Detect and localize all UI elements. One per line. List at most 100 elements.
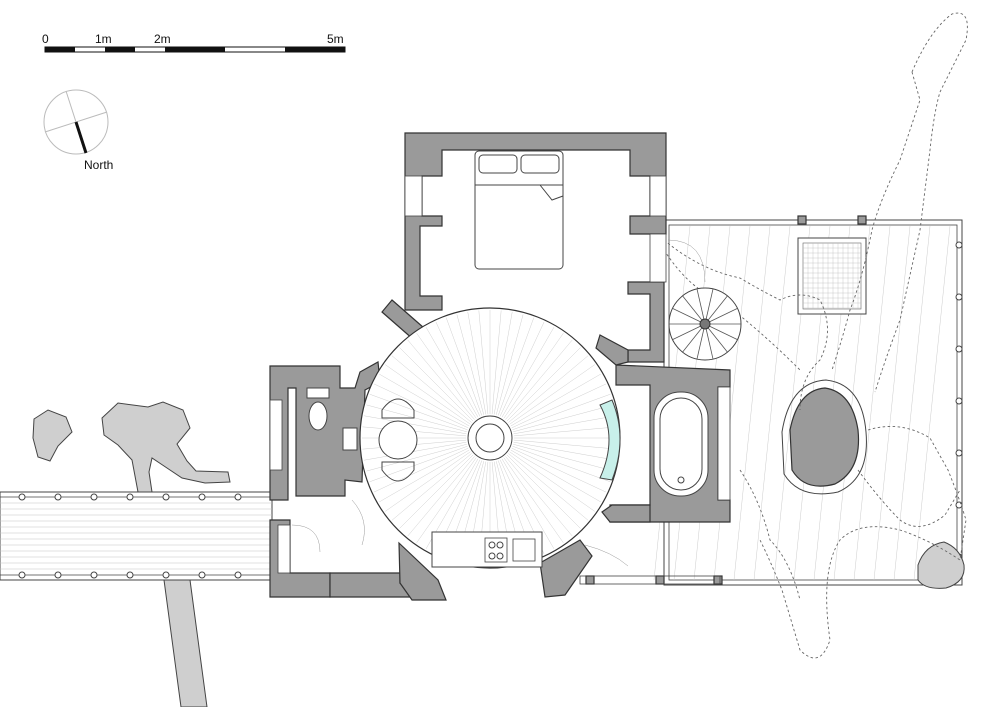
railing-post [955, 501, 963, 509]
floor-radial-line [508, 453, 589, 521]
rock [32, 409, 73, 462]
stair-tread [704, 288, 714, 325]
plank [893, 225, 931, 581]
floor-radial-line [506, 454, 581, 529]
plank [733, 225, 771, 581]
stair-tread [704, 323, 714, 360]
floor-radial-line [363, 441, 467, 461]
living-wall-segment [595, 334, 629, 366]
floor-radial-line [366, 443, 467, 472]
floor-radial-line [510, 449, 601, 503]
stair-tread [704, 308, 738, 325]
railing-post [955, 345, 963, 353]
deck-post [797, 215, 807, 225]
rock [101, 401, 231, 493]
pillow [520, 154, 560, 174]
floor-radial-line [373, 383, 469, 429]
living-wall-segment [398, 541, 447, 601]
floor-radial-line [399, 454, 474, 529]
stair-tread [696, 288, 706, 325]
pillow [478, 154, 518, 174]
floor-radial-line [373, 447, 469, 493]
scale-label-5m: 5m [327, 32, 344, 46]
floor-radial-line [513, 426, 618, 437]
floor-radial-line [503, 333, 564, 419]
floor-radial-line [501, 327, 555, 418]
rock [917, 541, 965, 589]
floor-radial-line [363, 415, 467, 435]
floor-radial-line [366, 404, 467, 433]
building [269, 132, 742, 601]
floor-radial-line [495, 314, 524, 415]
scale-segment [45, 47, 75, 52]
boulder [789, 387, 860, 487]
railing-post [955, 241, 963, 249]
railing-post [54, 571, 62, 579]
scale-label-0: 0 [42, 32, 49, 46]
door [277, 524, 291, 574]
floor-radial-line [467, 311, 487, 415]
floor-radial-line [407, 339, 475, 420]
rooflight-grid [797, 237, 867, 315]
window [649, 233, 667, 283]
deck-post [585, 575, 595, 585]
scale-segment [105, 47, 135, 52]
wc-walls [269, 361, 381, 501]
railing-post [234, 493, 242, 501]
railing-post [126, 571, 134, 579]
floor-radial-line [511, 383, 607, 429]
railing-post [54, 493, 62, 501]
door-swing [584, 544, 629, 567]
floor-radial-line [491, 310, 502, 415]
floor-radial-line [425, 327, 479, 418]
floor-radial-line [391, 355, 472, 423]
railing-post [955, 293, 963, 301]
floor-radial-line [510, 373, 601, 427]
floor-radial-line [501, 458, 555, 549]
floor-radial-line [505, 456, 573, 537]
floor-radial-line [416, 333, 477, 419]
chair [381, 461, 415, 482]
railing-post [18, 493, 26, 501]
floor-radial-line [379, 449, 470, 503]
glazed-window [599, 399, 621, 481]
flue [475, 423, 505, 453]
floor-radial-line [512, 445, 611, 483]
double-bed [474, 150, 564, 270]
stair-tread [704, 323, 738, 340]
compass-label: North [84, 158, 113, 172]
kitchen-counter [431, 531, 543, 568]
floor-radial-line [513, 415, 617, 435]
floor-radial-line [509, 451, 595, 512]
stair-tread [682, 323, 706, 353]
floor-radial-line [385, 364, 471, 425]
floor-radial-line [407, 456, 475, 537]
dining-set [378, 398, 418, 482]
floor-radial-line [478, 310, 489, 415]
floor-radial-line [506, 347, 581, 422]
window [717, 386, 731, 501]
railing-post [90, 493, 98, 501]
stone-path [163, 579, 208, 707]
railing-post [90, 571, 98, 579]
deck-post [655, 575, 665, 585]
plank [913, 225, 951, 581]
north-arrow-icon [43, 89, 109, 155]
living-room [359, 307, 621, 569]
floor-radial-line [499, 321, 545, 417]
railing-post [955, 449, 963, 457]
boardwalk [0, 491, 273, 581]
floor-radial-line [513, 439, 618, 450]
stair-tread [682, 295, 706, 325]
stair-tread [696, 323, 706, 360]
plank [873, 225, 911, 581]
stair-tread [704, 295, 728, 325]
window [269, 399, 283, 471]
railing-post [162, 571, 170, 579]
scale-label-1m: 1m [95, 32, 112, 46]
living-wall-segment [601, 504, 651, 523]
chair [381, 398, 415, 419]
floor-radial-line [493, 311, 513, 415]
floor-radial-line [513, 404, 614, 433]
door-swing [291, 524, 321, 553]
